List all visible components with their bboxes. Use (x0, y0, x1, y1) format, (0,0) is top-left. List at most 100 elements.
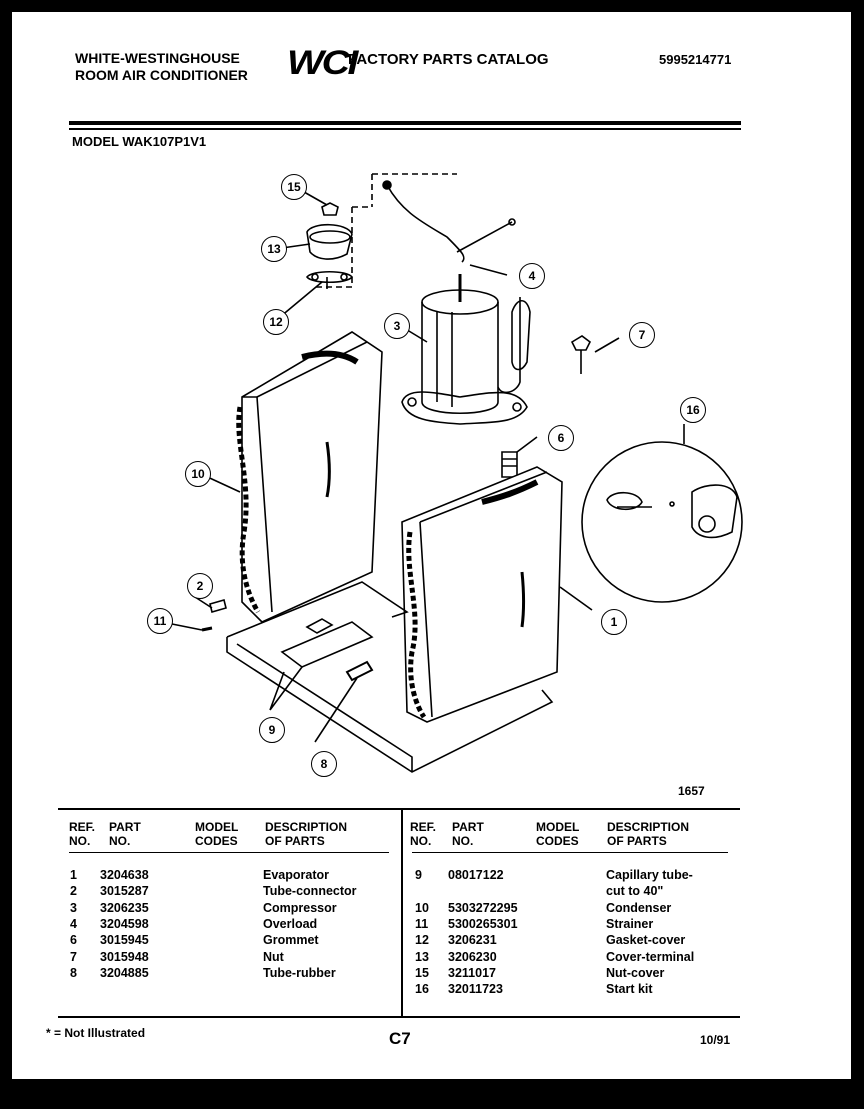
evaporator-part (236, 331, 383, 623)
parts-row-ref: 10 (415, 900, 429, 915)
callout-13: 13 (261, 236, 287, 262)
brand-line-1: WHITE-WESTINGHOUSE (75, 50, 240, 66)
callout-7: 7 (629, 322, 655, 348)
parts-row-desc: Nut-cover (606, 965, 665, 980)
nut-part (570, 335, 592, 374)
parts-row-part: 32011723 (448, 982, 503, 997)
left-header-rule (69, 852, 389, 853)
parts-row-desc: Overload (263, 916, 318, 931)
header-rule-bottom (69, 128, 741, 130)
nut-cover-part (321, 202, 339, 216)
left-codes-header: MODEL CODES (195, 820, 239, 848)
model-label: MODEL WAK107P1V1 (72, 134, 207, 149)
parts-row-part: 3015287 (100, 884, 149, 899)
revision-date: 10/91 (700, 1033, 731, 1047)
callout-15: 15 (281, 174, 307, 200)
base-pan (226, 581, 554, 773)
right-codes-header: MODEL CODES (536, 820, 580, 848)
parts-row-ref: 12 (415, 933, 429, 948)
right-ref-header: REF. NO. (410, 820, 437, 848)
parts-row-desc: Evaporator (263, 868, 329, 882)
parts-row-desc: Strainer (606, 916, 654, 931)
wci-logo: WCI (287, 44, 358, 82)
callout-10: 10 (185, 461, 211, 487)
parts-row-ref: 11 (415, 916, 429, 931)
left-ref-header: REF. NO. (69, 820, 96, 848)
parts-row-ref: 15 (415, 965, 429, 980)
callout-6: 6 (548, 425, 574, 451)
callout-11: 11 (147, 608, 173, 634)
capillary-tube-part (280, 621, 374, 668)
parts-row-desc: Compressor (263, 900, 337, 915)
catalog-number: 5995214771 (659, 52, 732, 67)
callout-3: 3 (384, 313, 410, 339)
tube-rubber-part (345, 660, 374, 682)
parts-row-ref: 6 (70, 933, 77, 948)
right-part-header: PART NO. (452, 820, 484, 848)
table-rule-bottom (58, 1016, 740, 1018)
table-rule-top (58, 808, 740, 810)
condenser-part (401, 466, 563, 723)
left-part-header: PART NO. (109, 820, 141, 848)
not-illustrated-note: * = Not Illustrated (46, 1026, 146, 1040)
parts-row-ref: 8 (70, 965, 77, 980)
parts-row-desc: Tube-rubber (263, 965, 336, 980)
start-kit-part (581, 441, 743, 603)
parts-row-desc: Condenser (606, 900, 672, 915)
strainer-part (201, 626, 213, 632)
page-code: C7 (389, 1029, 411, 1048)
parts-row-part: 3206230 (448, 949, 497, 964)
parts-row-part: 3206231 (448, 933, 497, 948)
left-desc-header: DESCRIPTION OF PARTS (265, 820, 348, 848)
parts-row-desc: Gasket-cover (606, 933, 686, 948)
wire-harness (386, 184, 513, 263)
parts-row-desc: cut to 40" (606, 884, 664, 899)
parts-row-part: 3204638 (100, 868, 149, 882)
parts-row-ref: 13 (415, 949, 429, 964)
parts-row-part: 3206235 (100, 900, 149, 915)
parts-row-part: 3204598 (100, 916, 149, 931)
callout-2: 2 (187, 573, 213, 599)
terminal-cover-part (306, 223, 353, 260)
parts-row-desc: Capillary tube- (606, 868, 693, 882)
parts-catalog-page: WHITE-WESTINGHOUSE ROOM AIR CONDITIONER … (12, 12, 851, 1079)
tube-connector-part (209, 599, 227, 613)
exploded-parts-diagram (161, 173, 743, 773)
parts-row-ref: 16 (415, 982, 429, 997)
parts-row-part: 3015948 (100, 949, 149, 964)
parts-row-part: 5300265301 (448, 916, 518, 931)
parts-row-desc: Start kit (606, 982, 653, 997)
callout-16: 16 (680, 397, 706, 423)
parts-row-part: 5303272295 (448, 900, 518, 915)
callout-8: 8 (311, 751, 337, 777)
grommet-part (501, 451, 518, 478)
catalog-title: FACTORY PARTS CATALOG (348, 51, 549, 68)
parts-row-ref: 2 (70, 884, 77, 899)
parts-row-desc: Tube-connector (263, 884, 357, 899)
parts-row-part: 3015945 (100, 933, 149, 948)
parts-row-ref: 7 (70, 949, 77, 964)
right-header-rule (412, 852, 728, 853)
table-divider (401, 810, 403, 1016)
compressor-part (401, 274, 531, 425)
dashed-assembly-box (312, 173, 457, 288)
parts-row-desc: Cover-terminal (606, 949, 695, 964)
parts-row-ref: 1 (70, 868, 77, 882)
callout-9: 9 (259, 717, 285, 743)
figure-number: 1657 (678, 784, 705, 798)
parts-row-desc: Nut (263, 949, 284, 964)
callout-1: 1 (601, 609, 627, 635)
parts-row-part: 3211017 (448, 965, 496, 980)
parts-row-ref: 3 (70, 900, 77, 915)
brand-line-2: ROOM AIR CONDITIONER (75, 67, 248, 83)
parts-row-part: 3204885 (100, 965, 149, 980)
parts-row-ref: 9 (415, 868, 422, 882)
parts-row-ref: 4 (70, 916, 77, 931)
callout-12: 12 (263, 309, 289, 335)
right-desc-header: DESCRIPTION OF PARTS (607, 820, 690, 848)
callout-4: 4 (519, 263, 545, 289)
gasket-cover-part (306, 270, 353, 289)
parts-row-part: 08017122 (448, 868, 504, 882)
parts-row-desc: Grommet (263, 933, 319, 948)
header-rule-top (69, 121, 741, 125)
